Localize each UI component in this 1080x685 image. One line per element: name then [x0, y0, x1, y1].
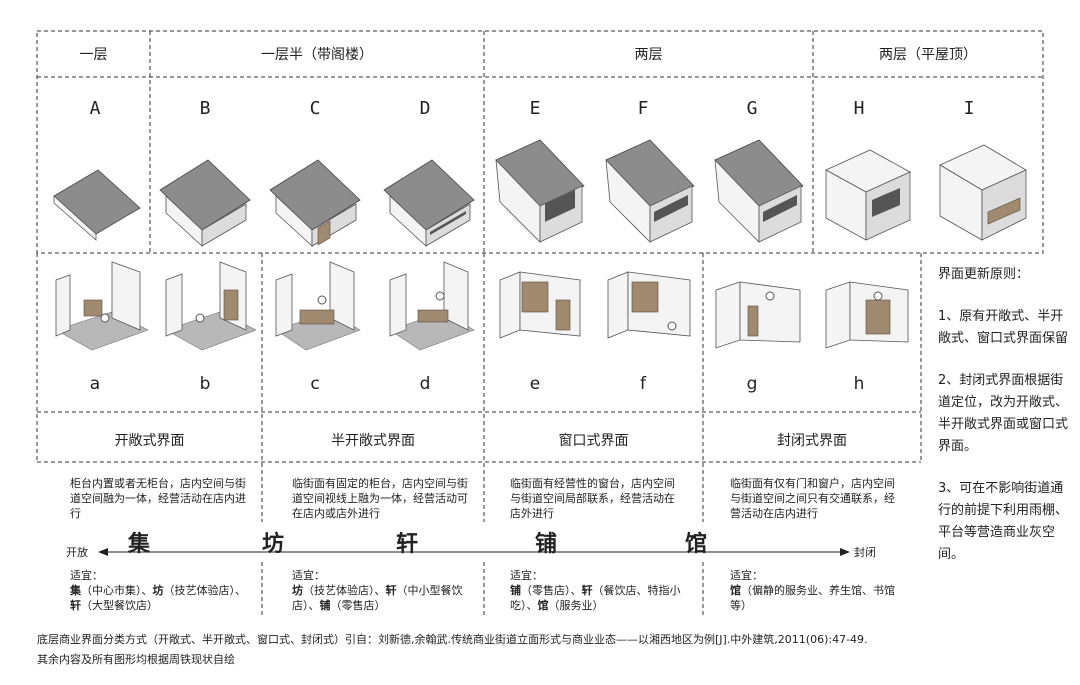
building-e-drawing — [495, 139, 585, 243]
principle-1: 1、原有开敞式、半开敞式、窗口式界面保留 — [938, 309, 1069, 346]
principles-panel: 界面更新原则： 1、原有开敞式、半开敞式、窗口式界面保留 2、封闭式界面根据街道… — [938, 264, 1068, 566]
interior-e-drawing — [499, 271, 581, 339]
scale-closed-label: 封闭 — [854, 546, 876, 559]
building-h-drawing — [825, 149, 911, 241]
building-b-drawing — [159, 159, 251, 247]
interior-label-f: f — [640, 374, 646, 394]
header-one-half-story: 一层半（带阁楼） — [261, 47, 373, 63]
interior-h-drawing — [825, 281, 909, 349]
footer-citation: 底层商业界面分类方式（开敞式、半开敞式、窗口式、封闭式）引自：刘新德,余翰武.传… — [37, 633, 868, 646]
scale-word-ji: 集 — [128, 532, 151, 557]
interior-b-drawing — [165, 261, 257, 351]
building-f-drawing — [605, 139, 695, 243]
building-g-drawing — [714, 139, 804, 243]
interior-label-b: b — [199, 374, 211, 394]
building-label-d: D — [419, 98, 431, 119]
principles-title: 界面更新原则： — [938, 267, 1030, 282]
building-c-drawing — [269, 159, 361, 247]
interior-label-h: h — [853, 374, 865, 394]
building-d-drawing — [383, 159, 475, 247]
principle-3: 3、可在不影响街道通行的前提下利用雨棚、平台等营造商业灰空间。 — [938, 481, 1069, 562]
scale-open-label: 开放 — [66, 546, 88, 559]
type-open: 开敞式界面 — [114, 433, 185, 449]
interior-label-g: g — [746, 374, 758, 394]
building-label-i: I — [963, 98, 975, 119]
building-label-c: C — [309, 98, 321, 119]
interior-a-drawing — [55, 261, 149, 351]
description-window: 临街面有经营性的窗台，店内空间与街道空间局部联系，经营活动在店外进行 — [510, 477, 675, 520]
description-semi-open: 临街面有固定的柜台，店内空间与街道空间视线上融为一体，经营活动可在店内或店外进行 — [292, 477, 468, 520]
scale-word-pu: 铺 — [535, 532, 558, 557]
building-label-h: H — [853, 98, 865, 119]
header-one-story: 一层 — [79, 47, 108, 63]
interior-label-d: d — [419, 374, 431, 394]
principle-2: 2、封闭式界面根据街道定位，改为开敞式、半开敞式界面或窗口式界面。 — [938, 373, 1069, 454]
building-label-a: A — [89, 98, 101, 119]
interior-f-drawing — [607, 271, 691, 339]
suitable-window: 适宜： 铺（零售店）、轩（餐饮店、特指小吃）、馆（服务业） — [510, 569, 681, 612]
building-a-drawing — [53, 169, 141, 241]
type-closed: 封闭式界面 — [777, 433, 847, 449]
scale-word-fang: 坊 — [262, 532, 285, 557]
type-window: 窗口式界面 — [558, 433, 629, 449]
building-label-g: G — [746, 98, 758, 119]
building-label-e: E — [529, 98, 541, 119]
description-open: 柜台内置或者无柜台，店内空间与街道空间融为一体，经营活动在店内进行 — [70, 477, 246, 520]
interior-g-drawing — [715, 281, 801, 349]
suitable-semi-open: 适宜： 坊（技艺体验店）、轩（中小型餐饮店）、铺（零售店） — [292, 569, 463, 612]
building-label-b: B — [199, 98, 211, 119]
interior-d-drawing — [389, 261, 475, 351]
footer-note: 其余内容及所有图形均根据周铁现状自绘 — [37, 653, 235, 666]
building-label-f: F — [637, 98, 649, 119]
interior-c-drawing — [275, 261, 361, 351]
description-closed: 临街面有仅有门和窗户，店内空间与街道空间之间只有交通联系，经营活动在店内进行 — [730, 477, 895, 520]
interior-label-a: a — [89, 374, 101, 394]
interior-label-c: c — [310, 374, 320, 394]
header-two-story-flat-roof: 两层（平屋顶） — [879, 47, 977, 63]
suitable-open: 适宜： 集（中心市集）、坊（技艺体验店）、轩（大型餐饮店） — [70, 569, 246, 612]
header-two-story: 两层 — [634, 47, 663, 63]
type-semi-open: 半开敞式界面 — [331, 433, 415, 449]
scale-word-guan: 馆 — [685, 532, 708, 557]
building-i-drawing — [939, 144, 1027, 241]
interior-label-e: e — [529, 374, 541, 394]
scale-word-xuan: 轩 — [396, 532, 419, 557]
suitable-closed: 适宜： 馆（偏静的服务业、养生馆、书馆等） — [730, 569, 895, 612]
